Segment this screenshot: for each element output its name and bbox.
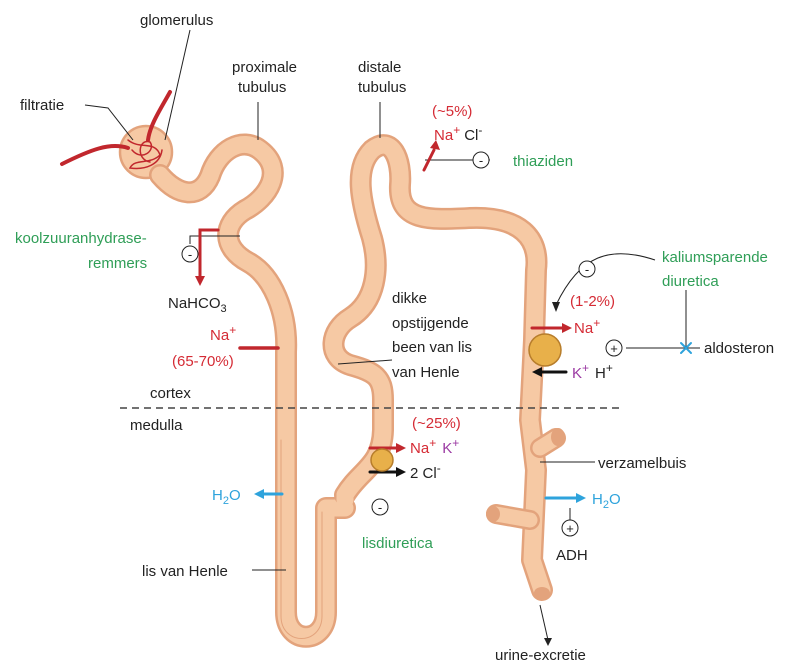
label-medulla: medulla (130, 417, 183, 434)
label-water-right: H2O (592, 491, 621, 511)
minus-sign: - (479, 153, 483, 168)
tubule (120, 126, 565, 639)
label-thiaziden: thiaziden (513, 153, 573, 170)
label-opstijgende: opstijgende (392, 315, 469, 332)
collecting-pump (529, 334, 561, 366)
label-loop-percent: (~25%) (412, 415, 461, 432)
label-verzamelbuis: verzamelbuis (598, 455, 686, 472)
label-nahco3: NaHCO3 (168, 295, 227, 315)
label-loop-na-k: Na+K+ (410, 436, 459, 457)
label-dikke: dikke (392, 290, 427, 307)
label-proximale-tubulus: tubulus (238, 79, 286, 96)
label-distal-ions: Na+Cl- (434, 123, 482, 144)
minus-sign: - (378, 500, 382, 515)
label-collecting-na: Na+ (574, 316, 600, 337)
label-lis-van-henle: lis van Henle (142, 563, 228, 580)
label-been-van-lis: been van lis (392, 339, 472, 356)
label-diuretica: diuretica (662, 273, 719, 290)
label-cortex: cortex (150, 385, 191, 402)
label-filtratie: filtratie (20, 97, 64, 114)
label-distale-tubulus: tubulus (358, 79, 406, 96)
label-aldosteron: aldosteron (704, 340, 774, 357)
label-proximale: proximale (232, 59, 297, 76)
label-urine-excretie: urine-excretie (495, 647, 586, 664)
label-remmers: remmers (88, 255, 147, 272)
label-proximal-percent: (65-70%) (172, 353, 234, 370)
loop-pump (371, 449, 393, 471)
label-distal-percent: (~5%) (432, 103, 472, 120)
label-adh: ADH (556, 547, 588, 564)
nahco3-arrow (200, 230, 218, 278)
plus-sign: + (610, 341, 618, 356)
plus-sign: + (566, 521, 574, 536)
label-koolzuuranhydrase: koolzuuranhydrase- (15, 230, 147, 247)
label-van-henle: van Henle (392, 364, 460, 381)
label-loop-cl: 2 Cl- (410, 461, 441, 482)
label-proximal-na: Na+ (210, 323, 236, 344)
minus-sign: - (585, 262, 589, 277)
label-lisdiuretica: lisdiuretica (362, 535, 434, 552)
minus-sign: - (188, 247, 192, 262)
label-distale: distale (358, 59, 401, 76)
label-collecting-percent: (1-2%) (570, 293, 615, 310)
label-glomerulus: glomerulus (140, 12, 213, 29)
label-kaliumsparende: kaliumsparende (662, 249, 768, 266)
label-water-left: H2O (212, 487, 241, 507)
label-collecting-kh: K+H+ (572, 361, 613, 382)
